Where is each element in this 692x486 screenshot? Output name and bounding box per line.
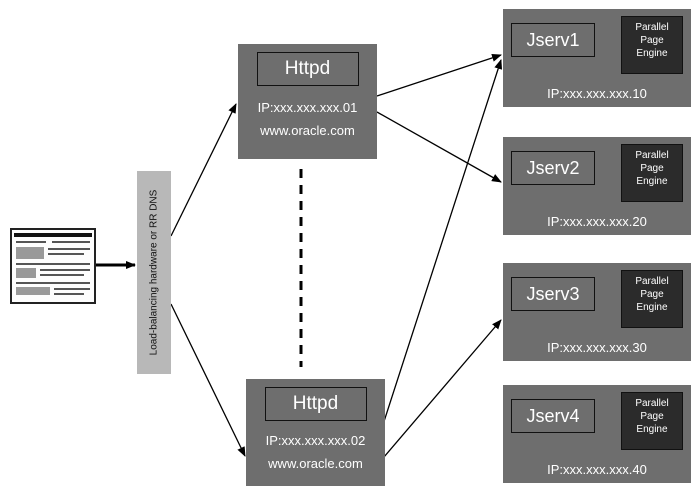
engine-label-line: Parallel — [635, 150, 669, 161]
engine-label-line: Engine — [636, 176, 668, 187]
jserv-server-3-ip: IP:xxx.xxx.xxx.30 — [547, 340, 647, 355]
jserv-server-3-name: Jserv3 — [511, 277, 595, 311]
arrow-lb-to-httpd-2 — [170, 303, 246, 457]
httpd-server-1-host: www.oracle.com — [260, 123, 355, 138]
jserv-server-3: Jserv3 Parallel Page Engine IP:xxx.xxx.x… — [503, 263, 691, 361]
jserv-server-2: Jserv2 Parallel Page Engine IP:xxx.xxx.x… — [503, 137, 691, 235]
httpd-server-2: Httpd IP:xxx.xxx.xxx.02 www.oracle.com — [246, 379, 385, 486]
engine-label-line: Page — [640, 289, 664, 300]
arrow-httpd2-to-jserv1 — [377, 59, 503, 441]
load-balancer-label: Load-balancing hardware or RR DNS — [148, 189, 160, 356]
parallel-page-engine-2: Parallel Page Engine — [621, 144, 683, 202]
engine-label-line: Page — [640, 411, 664, 422]
jserv-server-1: Jserv1 Parallel Page Engine IP:xxx.xxx.x… — [503, 9, 691, 107]
parallel-page-engine-3: Parallel Page Engine — [621, 270, 683, 328]
engine-label-line: Parallel — [635, 276, 669, 287]
engine-label-line: Engine — [636, 302, 668, 313]
jserv-server-4-name: Jserv4 — [511, 399, 595, 433]
httpd-server-1-name: Httpd — [256, 52, 359, 86]
load-balancer: Load-balancing hardware or RR DNS — [137, 171, 171, 374]
parallel-page-engine-1: Parallel Page Engine — [621, 16, 683, 74]
httpd-server-2-ip: IP:xxx.xxx.xxx.02 — [265, 433, 366, 448]
httpd-server-1: Httpd IP:xxx.xxx.xxx.01 www.oracle.com — [238, 44, 377, 159]
arrow-httpd1-to-jserv2 — [376, 111, 502, 183]
engine-label-line: Page — [640, 35, 664, 46]
parallel-page-engine-4: Parallel Page Engine — [621, 392, 683, 450]
httpd-server-2-name: Httpd — [264, 387, 367, 421]
arrow-httpd2-to-jserv3 — [377, 319, 502, 465]
jserv-server-2-name: Jserv2 — [511, 151, 595, 185]
jserv-server-4: Jserv4 Parallel Page Engine IP:xxx.xxx.x… — [503, 385, 691, 483]
engine-label-line: Parallel — [635, 22, 669, 33]
browser-page-thumbnail — [10, 228, 96, 304]
jserv-server-4-ip: IP:xxx.xxx.xxx.40 — [547, 462, 647, 477]
arrow-lb-to-httpd-1 — [170, 103, 237, 237]
engine-label-line: Engine — [636, 48, 668, 59]
engine-label-line: Engine — [636, 424, 668, 435]
jserv-server-2-ip: IP:xxx.xxx.xxx.20 — [547, 214, 647, 229]
engine-label-line: Parallel — [635, 398, 669, 409]
httpd-server-2-host: www.oracle.com — [268, 456, 363, 471]
arrow-httpd1-to-jserv1 — [376, 54, 502, 97]
jserv-server-1-ip: IP:xxx.xxx.xxx.10 — [547, 86, 647, 101]
jserv-server-1-name: Jserv1 — [511, 23, 595, 57]
httpd-server-1-ip: IP:xxx.xxx.xxx.01 — [257, 100, 358, 115]
engine-label-line: Page — [640, 163, 664, 174]
